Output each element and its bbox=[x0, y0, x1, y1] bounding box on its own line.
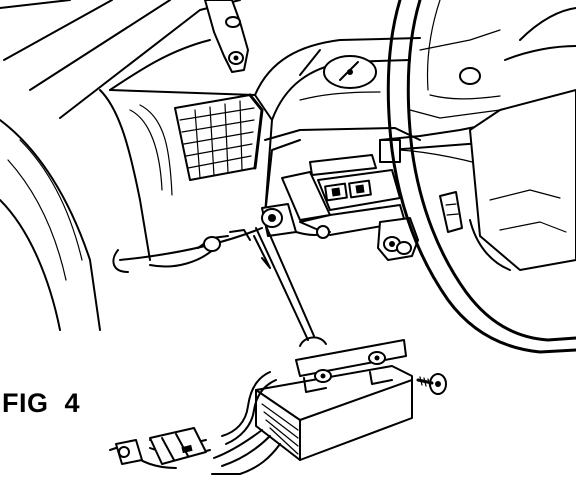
mirror-bracket bbox=[204, 0, 249, 73]
knee-bolster bbox=[197, 217, 419, 261]
instrument-cluster bbox=[254, 29, 501, 121]
leader-line bbox=[253, 225, 315, 341]
harness-connector-large bbox=[149, 427, 207, 465]
speaker-grille bbox=[174, 93, 264, 181]
harness-connector-small bbox=[109, 439, 143, 465]
control-module bbox=[255, 336, 413, 461]
a-pillar bbox=[0, 0, 241, 331]
switch-panel bbox=[281, 139, 406, 236]
mounting-screw bbox=[416, 373, 447, 395]
figure-label: FIG 4 bbox=[2, 388, 81, 418]
steering-wheel bbox=[386, 0, 576, 354]
steering-column bbox=[439, 7, 576, 271]
